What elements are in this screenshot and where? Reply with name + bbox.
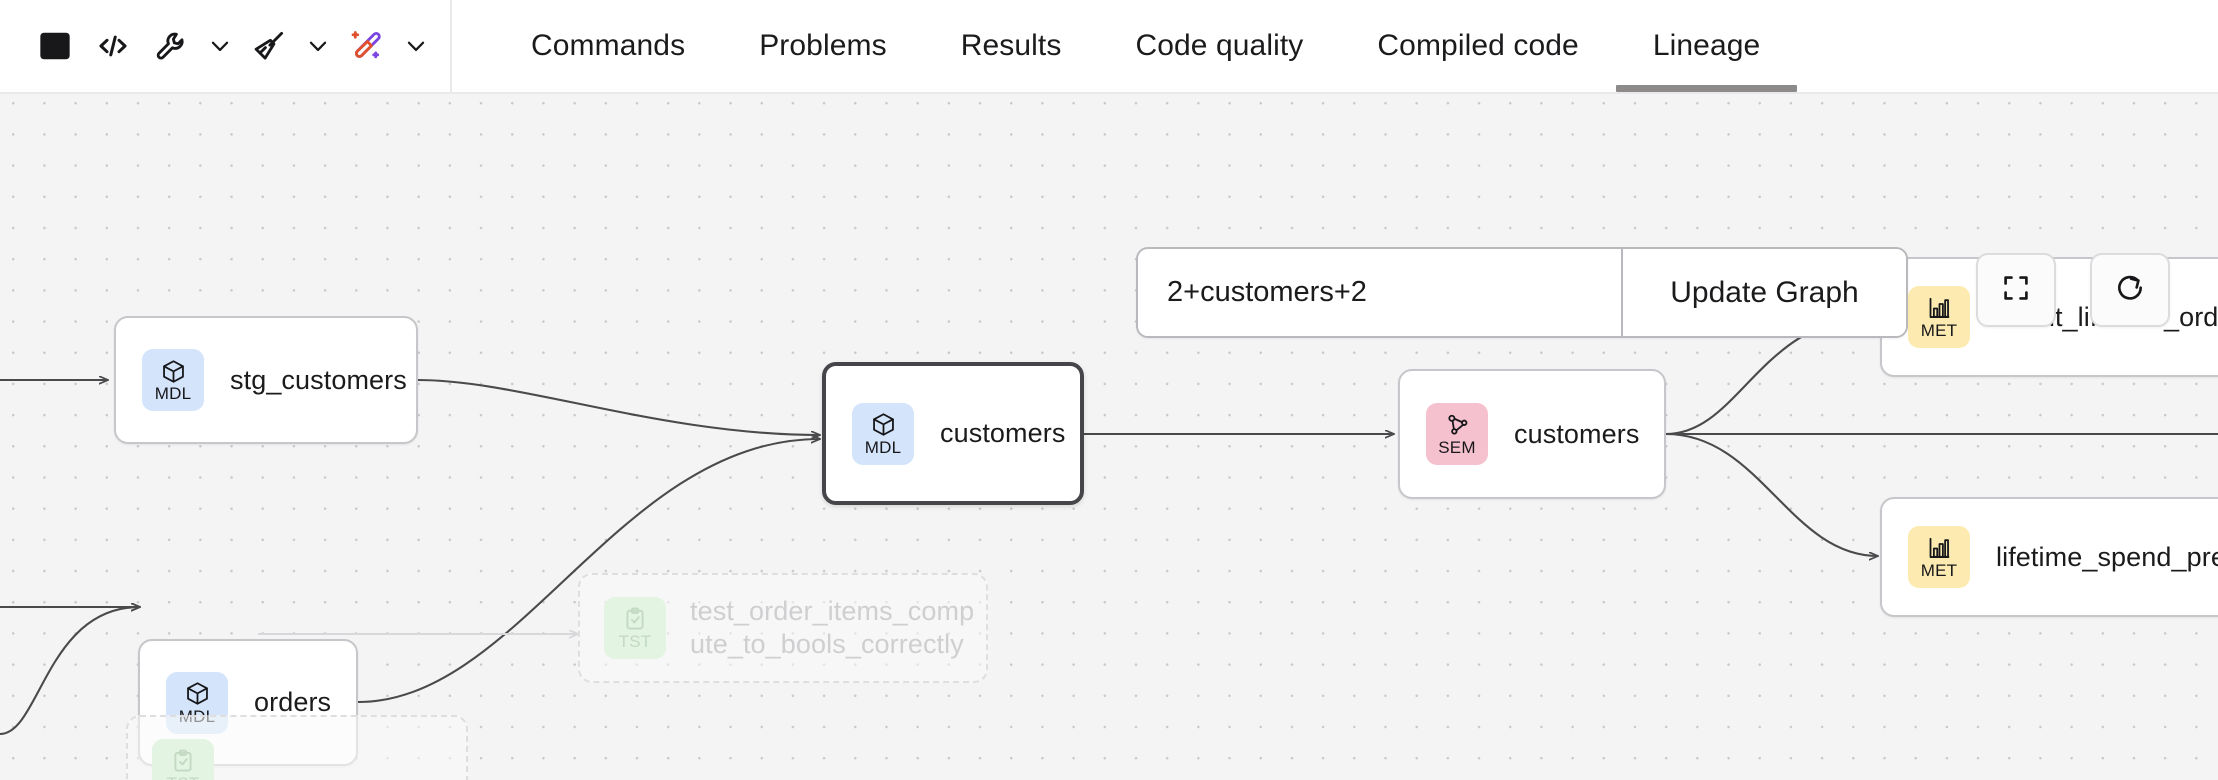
- edge-stg-customers-to-customers: [417, 378, 820, 435]
- format-tool-pair: [240, 17, 338, 75]
- node-label: test_order_items_compute_to_bools_correc…: [690, 596, 975, 659]
- table-view-icon[interactable]: [26, 17, 84, 75]
- badge-label: MET: [1920, 321, 1958, 340]
- fit-view-icon: [2000, 272, 2032, 309]
- lineage-node-lifetime-spend-pretax[interactable]: MET lifetime_spend_pretax: [1880, 497, 2218, 617]
- tab-underline: [1340, 85, 1615, 92]
- badge-label: MDL: [154, 384, 192, 403]
- lineage-node-test-order-items-compute-to-bools: TST test_order_items_compute_to_bools_co…: [578, 573, 988, 683]
- node-label: stg_customers: [230, 364, 407, 395]
- cube-icon: [184, 681, 211, 707]
- chevron-down-icon[interactable]: [200, 17, 240, 75]
- graph-query-bar: Update Graph: [1136, 247, 1908, 338]
- tab-label: Problems: [759, 29, 887, 62]
- cube-icon: [160, 358, 187, 384]
- wrench-icon[interactable]: [142, 17, 200, 75]
- badge-tst: TST: [604, 597, 666, 659]
- bar-chart-icon: [1926, 535, 1953, 561]
- lineage-node-stg-customers[interactable]: MDL stg_customers: [114, 316, 418, 444]
- code-icon[interactable]: [84, 17, 142, 75]
- tab-label: Commands: [531, 29, 686, 62]
- top-toolbar: Commands Problems Results Code quality C…: [0, 0, 2218, 94]
- badge-tst: TST: [152, 739, 214, 780]
- badge-label: SEM: [1438, 438, 1476, 457]
- badge-sem: SEM: [1426, 403, 1488, 465]
- tab-label: Code quality: [1135, 29, 1304, 62]
- refresh-icon: [2114, 272, 2146, 309]
- chevron-down-icon[interactable]: [298, 17, 338, 75]
- tab-underline: [1098, 85, 1340, 92]
- lineage-canvas[interactable]: MDL stg_customers MDL orders: [0, 94, 2218, 780]
- tab-code-quality[interactable]: Code quality: [1098, 0, 1340, 92]
- badge-mdl: MDL: [852, 402, 914, 465]
- node-label: lifetime_spend_pretax: [1996, 541, 2218, 572]
- fit-view-button[interactable]: [1976, 253, 2056, 327]
- badge-mdl: MDL: [142, 349, 204, 411]
- lineage-node-customers-model[interactable]: MDL customers: [822, 362, 1084, 505]
- tab-underline: [494, 85, 722, 92]
- editor-tool-group: [0, 0, 452, 92]
- update-graph-label: Update Graph: [1670, 275, 1859, 309]
- update-graph-button[interactable]: Update Graph: [1621, 249, 1906, 336]
- refresh-button[interactable]: [2090, 253, 2170, 327]
- node-label: customers: [1514, 418, 1640, 449]
- node-label: customers: [940, 418, 1066, 448]
- tab-underline: [722, 85, 924, 92]
- clipboard-check-icon: [622, 606, 648, 632]
- tab-compiled-code[interactable]: Compiled code: [1340, 0, 1615, 92]
- tab-problems[interactable]: Problems: [722, 0, 924, 92]
- bar-chart-icon: [1926, 295, 1953, 321]
- tab-underline: [924, 85, 1099, 92]
- tab-commands[interactable]: Commands: [494, 0, 722, 92]
- lineage-node-customers-semantic[interactable]: SEM customers: [1398, 369, 1666, 499]
- badge-label: MDL: [864, 437, 902, 457]
- clipboard-check-icon: [170, 748, 196, 774]
- ai-assist-tool-pair: [338, 17, 436, 75]
- magic-wand-icon[interactable]: [338, 17, 396, 75]
- badge-label: TST: [167, 775, 200, 780]
- chevron-down-icon[interactable]: [396, 17, 436, 75]
- badge-met: MET: [1908, 286, 1970, 348]
- node-label: orders: [254, 687, 332, 717]
- tab-label: Lineage: [1652, 29, 1761, 62]
- edge-in-orders-a: [0, 607, 140, 736]
- tab-label: Compiled code: [1377, 29, 1579, 62]
- graph-selector-input[interactable]: [1138, 249, 1621, 336]
- lineage-node-test-partial: TST: [126, 715, 468, 780]
- badge-met: MET: [1908, 526, 1970, 588]
- cube-icon: [870, 412, 897, 438]
- panel-tabs: Commands Problems Results Code quality C…: [452, 0, 1798, 92]
- tab-results[interactable]: Results: [924, 0, 1099, 92]
- tab-lineage[interactable]: Lineage: [1615, 0, 1798, 92]
- badge-label: MET: [1920, 561, 1958, 580]
- badge-label: TST: [618, 632, 652, 651]
- edge-sem-to-lifetime-spend-pretax: [1665, 432, 1878, 556]
- build-tool-pair: [142, 17, 240, 75]
- tab-underline: [1615, 85, 1798, 92]
- tab-label: Results: [960, 29, 1062, 62]
- broom-icon[interactable]: [240, 17, 298, 75]
- network-graph-icon: [1444, 412, 1471, 438]
